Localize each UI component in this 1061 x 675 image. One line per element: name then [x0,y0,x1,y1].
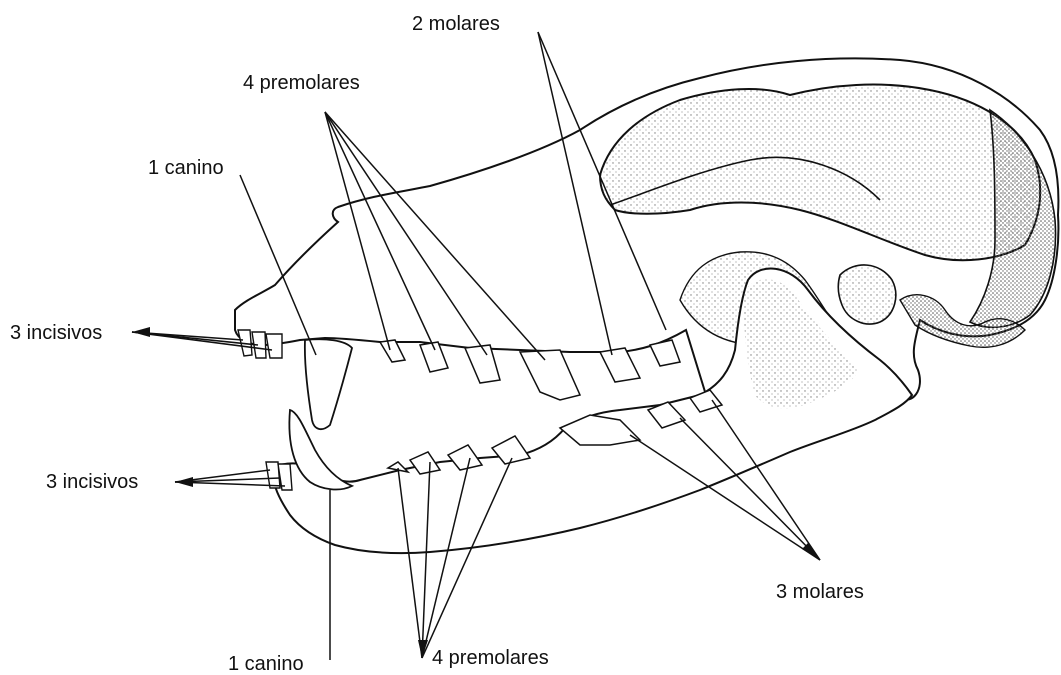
label-lower-canine: 1 canino [228,654,304,674]
label-upper-premolars: 4 premolares [243,73,360,93]
label-upper-incisors: 3 incisivos [10,323,102,343]
label-upper-canine: 1 canino [148,158,224,178]
label-upper-molars: 2 molares [412,14,500,34]
label-lower-molars: 3 molares [776,582,864,602]
label-lower-incisors: 3 incisivos [46,472,138,492]
label-lower-premolars: 4 premolares [432,648,549,668]
upper-canine-tooth [305,339,352,429]
